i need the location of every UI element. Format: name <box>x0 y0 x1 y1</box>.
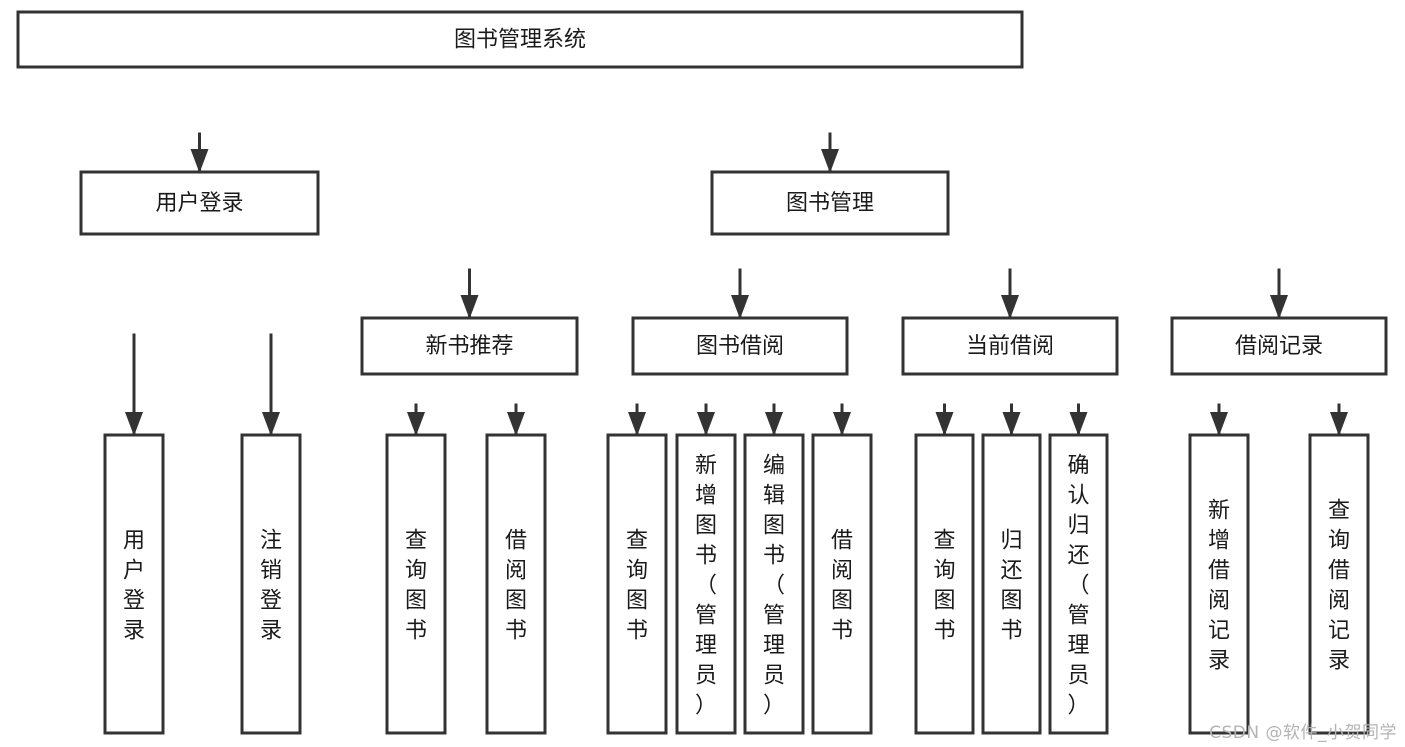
arrow-head-icon <box>628 412 646 436</box>
node-leaf-query-book-2[interactable]: 查询图书 <box>606 433 668 735</box>
node-leaf-add-book-admin[interactable]: 新增图书（管理员） <box>675 433 737 735</box>
node-leaf-query-borrow-record[interactable]: 查询借阅记录 <box>1308 433 1370 735</box>
node-box[interactable] <box>675 433 737 735</box>
node-leaf-logout[interactable]: 注销登录 <box>240 433 302 735</box>
node-label: 用户登录 <box>123 528 145 643</box>
node-label: 归还图书 <box>1000 528 1022 643</box>
node-label: 编辑图书（管理员） <box>763 453 785 718</box>
node-label: 查询图书 <box>626 528 648 643</box>
arrow-head-icon <box>1069 412 1088 436</box>
node-box[interactable] <box>79 170 320 236</box>
arrow-head-icon <box>1001 295 1019 319</box>
arrow-head-icon <box>1002 412 1021 436</box>
arrow-head-icon <box>1270 295 1288 319</box>
node-box[interactable] <box>485 433 547 735</box>
node-label: 当前借阅 <box>966 334 1054 359</box>
arrow-head-icon <box>407 412 425 436</box>
node-box[interactable] <box>631 316 849 376</box>
node-leaf-confirm-return-admin[interactable]: 确认归还（管理员） <box>1048 433 1109 735</box>
node-label: 借阅记录 <box>1235 334 1323 359</box>
node-book-borrow[interactable]: 图书借阅 <box>631 316 849 376</box>
node-label: 借阅图书 <box>505 528 527 643</box>
arrow-head-icon <box>935 412 954 436</box>
node-box[interactable] <box>914 433 975 735</box>
node-label: 借阅图书 <box>831 528 853 643</box>
branch-new-book-recommend <box>407 405 525 436</box>
node-box[interactable] <box>360 316 579 376</box>
arrow-head-icon <box>731 295 749 319</box>
arrow-head-icon <box>1330 412 1348 436</box>
node-leaf-borrow-book-1[interactable]: 借阅图书 <box>485 433 547 735</box>
node-new-book-recommend[interactable]: 新书推荐 <box>360 316 579 376</box>
node-label: 查询借阅记录 <box>1328 498 1350 673</box>
node-book-management[interactable]: 图书管理 <box>710 170 950 236</box>
node-box[interactable] <box>606 433 668 735</box>
node-leaf-query-book-1[interactable]: 查询图书 <box>385 433 447 735</box>
node-box[interactable] <box>1170 316 1388 376</box>
node-box[interactable] <box>1048 433 1109 735</box>
arrow-head-icon <box>190 149 209 173</box>
node-box[interactable] <box>385 433 447 735</box>
branch-user-login <box>125 335 280 436</box>
node-leaf-return-book[interactable]: 归还图书 <box>981 433 1042 735</box>
arrow-head-icon <box>1210 412 1228 436</box>
node-label: 新增图书（管理员） <box>695 453 717 718</box>
node-label: 用户登录 <box>155 191 243 216</box>
node-leaf-borrow-book-2[interactable]: 借阅图书 <box>811 433 873 735</box>
node-box[interactable] <box>16 10 1024 69</box>
node-box[interactable] <box>240 433 302 735</box>
node-label: 查询图书 <box>933 528 955 643</box>
arrow-head-icon <box>262 412 280 436</box>
node-leaf-user-login[interactable]: 用户登录 <box>103 433 165 735</box>
arrow-head-icon <box>765 412 783 436</box>
arrow-head-icon <box>821 149 839 173</box>
node-label: 图书借阅 <box>696 334 784 359</box>
node-box[interactable] <box>901 316 1119 376</box>
branch-book-management <box>460 270 1288 319</box>
node-box[interactable] <box>103 433 165 735</box>
node-box[interactable] <box>811 433 873 735</box>
branch-book-borrow <box>628 405 851 436</box>
node-box[interactable] <box>981 433 1042 735</box>
node-label: 新增借阅记录 <box>1208 498 1230 673</box>
node-label: 查询图书 <box>405 528 427 643</box>
node-label: 确认归还（管理员） <box>1067 453 1089 718</box>
node-label: 图书管理系统 <box>454 28 586 53</box>
arrow-head-icon <box>833 412 851 436</box>
node-current-borrow[interactable]: 当前借阅 <box>901 316 1119 376</box>
node-box[interactable] <box>1188 433 1250 735</box>
arrow-head-icon <box>460 295 479 319</box>
branch-current-borrow <box>936 405 1088 436</box>
node-label: 图书管理 <box>786 191 874 216</box>
node-leaf-edit-book-admin[interactable]: 编辑图书（管理员） <box>743 433 805 735</box>
node-box[interactable] <box>1308 433 1370 735</box>
arrow-head-icon <box>125 412 143 436</box>
node-leaf-add-borrow-record[interactable]: 新增借阅记录 <box>1188 433 1250 735</box>
node-leaf-query-book-3[interactable]: 查询图书 <box>914 433 975 735</box>
node-borrow-record[interactable]: 借阅记录 <box>1170 316 1388 376</box>
node-label: 新书推荐 <box>425 334 513 359</box>
node-root[interactable]: 图书管理系统 <box>16 10 1024 69</box>
nodes-layer: 图书管理系统用户登录图书管理新书推荐图书借阅当前借阅借阅记录用户登录注销登录查询… <box>16 10 1388 735</box>
connectors-layer <box>125 134 1348 436</box>
branch-root <box>190 134 839 173</box>
node-box[interactable] <box>743 433 805 735</box>
arrow-head-icon <box>507 412 525 436</box>
arrow-head-icon <box>697 412 715 436</box>
node-label: 注销登录 <box>260 528 282 643</box>
branch-borrow-record <box>1210 405 1348 436</box>
csdn-watermark: CSDN @软件_小贺同学 <box>1209 723 1397 743</box>
node-user-login[interactable]: 用户登录 <box>79 170 320 236</box>
node-box[interactable] <box>710 170 950 236</box>
